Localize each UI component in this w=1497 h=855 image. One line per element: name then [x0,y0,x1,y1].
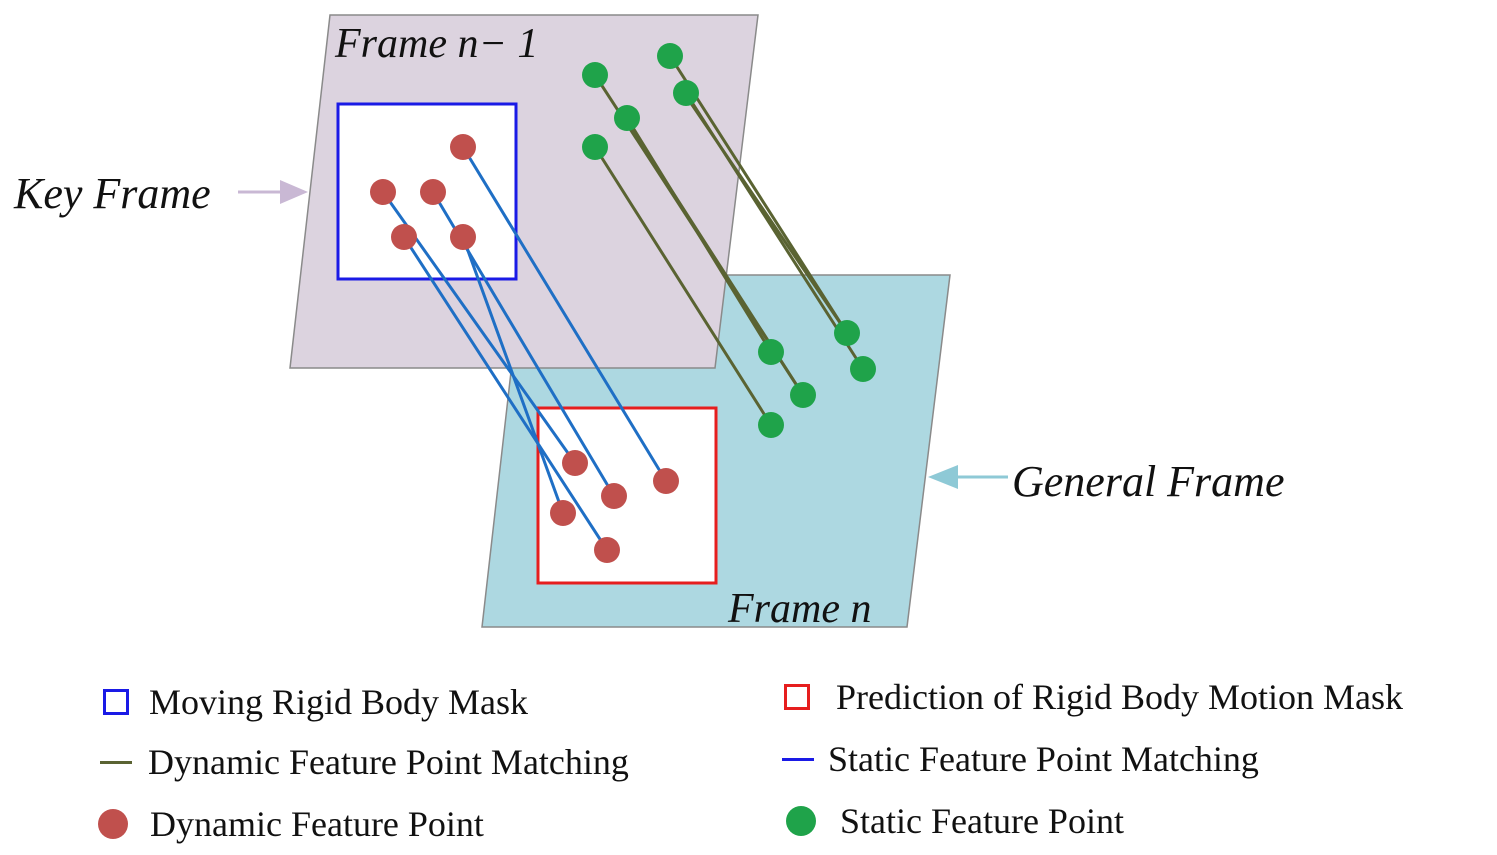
static-point [673,80,699,106]
dynamic-point [594,537,620,563]
red-square-icon [784,684,810,710]
key-frame-label: Key Frame [13,169,211,218]
legend-label: Static Feature Point Matching [828,739,1259,779]
legend-item-static-point: Static Feature Point [786,803,1124,839]
blue-square-icon [103,689,129,715]
olive-line-icon [100,760,132,764]
general-frame-arrow [928,465,1008,489]
frame-n-label: Frame n [727,586,871,632]
dynamic-point [450,224,476,250]
key-frame-arrow [238,180,308,204]
dynamic-point [391,224,417,250]
prediction-motion-mask [536,406,718,585]
static-feature-points [582,43,876,438]
blue-line-icon [782,757,814,761]
dynamic-point [370,179,396,205]
legend-item-dynamic-matching: Dynamic Feature Point Matching [100,744,629,780]
legend-item-moving-mask: Moving Rigid Body Mask [103,684,528,720]
legend-label: Dynamic Feature Point Matching [148,742,629,782]
dynamic-point [601,483,627,509]
dynamic-point [550,500,576,526]
red-dot-icon [98,809,128,839]
static-point [834,320,860,346]
dynamic-point [653,468,679,494]
static-point [790,382,816,408]
legend-item-dynamic-point: Dynamic Feature Point [98,806,484,842]
static-point [850,356,876,382]
dynamic-feature-points [370,134,679,563]
dynamic-point [420,179,446,205]
legend-item-prediction-mask: Prediction of Rigid Body Motion Mask [784,679,1403,715]
legend-label: Static Feature Point [840,801,1124,841]
legend-label: Dynamic Feature Point [150,804,484,844]
green-dot-icon [786,806,816,836]
static-point [582,134,608,160]
legend-label: Moving Rigid Body Mask [149,682,529,722]
legend-label: Prediction of Rigid Body Motion Mask [836,677,1403,717]
static-point [657,43,683,69]
general-frame-label: General Frame [1012,457,1285,506]
dynamic-point [562,450,588,476]
static-point [758,339,784,365]
dynamic-point [450,134,476,160]
legend-item-static-matching: Static Feature Point Matching [782,741,1259,777]
frame-n-minus-1-label: Frame n− 1 [334,21,538,67]
static-point [614,105,640,131]
static-point [582,62,608,88]
static-point [758,412,784,438]
